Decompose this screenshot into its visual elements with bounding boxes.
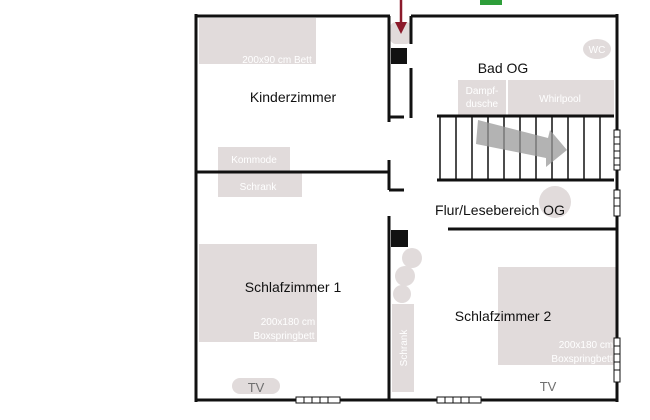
wardrobe-hall-label: Schrank [399,329,410,367]
double-bed-2 [498,267,616,365]
double-bed-1-label-1: 200x180 cm [261,317,315,328]
wardrobe-kids-label: Schrank [240,182,278,193]
room-label-schlafzimmer2: Schlafzimmer 2 [455,308,552,324]
single-bed-label: 200x90 cm Bett [242,55,312,66]
hall-table [539,186,571,218]
single-bed [199,18,316,64]
steam-shower-label-1: Dampf- [466,86,499,97]
double-bed-2-label-1: 200x180 cm [559,340,613,351]
room-label-bad: Bad OG [478,60,529,76]
wc-fixture [583,39,611,59]
wc-label: WC [589,45,606,56]
whirlpool [508,80,614,116]
room-label-schlafzimmer1: Schlafzimmer 1 [245,279,342,295]
green-marker [480,0,502,5]
double-bed-2-label-2: Boxspringbett [551,354,612,365]
tv1-label: TV [248,380,265,395]
tv2-label: TV [540,379,557,394]
room-label-flur: Flur/Lesebereich OG [435,202,565,218]
tv1-bench [240,378,272,394]
arrow-down-icon [395,0,407,34]
armchair-3 [393,285,411,303]
wardrobe-kids [218,173,302,197]
shaft-1 [391,48,407,64]
wardrobe-hall [392,304,414,392]
commode [218,147,290,171]
commode-label: Kommode [231,155,277,166]
double-bed-1 [199,244,317,342]
shaft-2 [391,230,408,247]
armchair-2 [395,266,415,286]
arrow-right-icon [476,120,567,167]
steam-shower [458,80,506,116]
double-bed-1-label-2: Boxspringbett [253,331,314,342]
armchair-1 [402,248,422,268]
windows [295,129,621,404]
room-label-kinderzimmer: Kinderzimmer [250,89,337,105]
whirlpool-label: Whirlpool [539,94,581,105]
steam-shower-label-2: dusche [466,99,499,110]
